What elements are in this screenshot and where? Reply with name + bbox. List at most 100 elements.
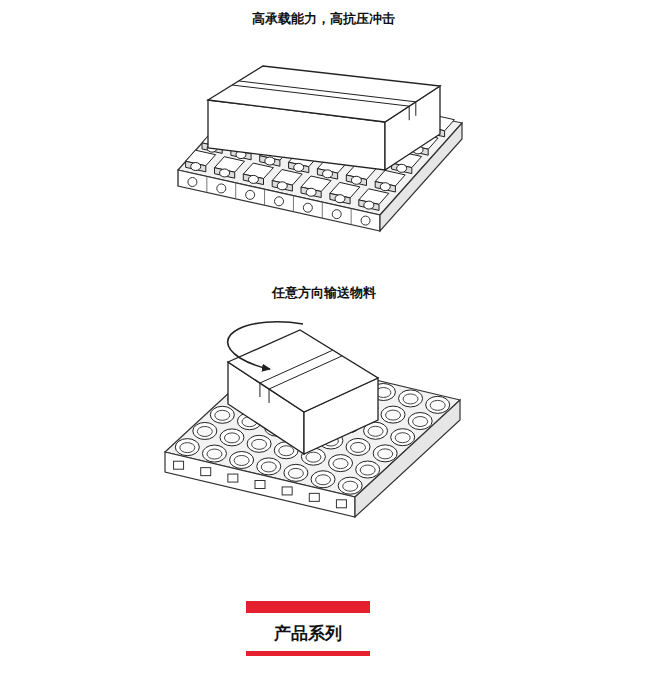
roller-end <box>277 182 287 190</box>
ball-seat <box>311 471 335 488</box>
red-bar <box>246 601 370 613</box>
ball <box>351 442 366 452</box>
ball-seat <box>175 439 199 456</box>
frame-front <box>178 170 380 231</box>
segment-line <box>264 189 265 205</box>
ball <box>403 394 418 404</box>
roller-side <box>375 182 395 193</box>
ball <box>395 433 410 443</box>
box-top <box>208 66 440 122</box>
ball <box>378 449 393 459</box>
roller-side <box>359 200 379 211</box>
roller-side <box>392 163 412 174</box>
roller-end <box>248 175 258 183</box>
clip <box>228 474 238 482</box>
clip <box>255 481 265 489</box>
ball <box>279 446 294 456</box>
tape-line <box>269 356 342 389</box>
ball-seat <box>408 413 432 430</box>
ball <box>333 459 348 469</box>
roller-side <box>317 169 337 180</box>
ball-seat <box>426 396 450 413</box>
roller-end <box>306 188 316 196</box>
ball <box>252 439 267 449</box>
clip <box>282 487 292 495</box>
ball-seat <box>381 406 405 423</box>
roller-conveyor <box>178 66 462 231</box>
roller-end <box>220 169 230 177</box>
tape-line <box>232 85 409 106</box>
section-heading: 产品系列 <box>274 622 342 645</box>
clip <box>309 493 319 501</box>
bolt <box>217 184 226 193</box>
tape-line <box>259 383 260 397</box>
tape-line <box>269 389 270 403</box>
ball <box>288 468 303 478</box>
ball-seat <box>220 429 244 446</box>
roller-side <box>346 175 366 186</box>
segment-line <box>293 196 294 212</box>
ball-seat <box>391 429 415 446</box>
ball-seat <box>202 445 226 462</box>
module-front <box>165 452 355 517</box>
roller-side <box>186 161 206 172</box>
tape-line <box>415 102 416 116</box>
caption: 高承载能力，高抗压冲击 <box>252 10 395 28</box>
bolt <box>361 216 370 225</box>
box-top <box>228 330 378 412</box>
roller-end <box>265 157 275 165</box>
ball-seat <box>284 464 308 481</box>
ball <box>343 481 358 491</box>
ball <box>386 410 401 420</box>
ball <box>207 449 222 459</box>
ball-seat <box>356 461 380 478</box>
ball-seat <box>247 435 271 452</box>
ball <box>430 400 445 410</box>
ball-seat <box>257 458 281 475</box>
roller-side <box>289 162 309 173</box>
bolt <box>332 210 341 219</box>
clip <box>174 461 184 469</box>
ball <box>197 426 212 436</box>
segment-line <box>178 170 179 186</box>
ball-seat <box>210 406 234 423</box>
red-bar <box>246 651 370 656</box>
roller-end <box>380 183 390 191</box>
ball <box>224 433 239 443</box>
rotation-arrow <box>228 322 303 369</box>
roller-end <box>323 170 333 178</box>
ball <box>413 417 428 427</box>
segment-line <box>322 202 323 218</box>
ball-seat <box>346 438 370 455</box>
ball <box>316 475 331 485</box>
roller-end <box>294 163 304 171</box>
roller-side <box>260 156 280 167</box>
ball <box>180 443 195 453</box>
roller-end <box>397 164 407 172</box>
roller-side <box>330 193 350 204</box>
roller-side <box>272 181 292 192</box>
bolt <box>275 197 284 206</box>
ball-seat <box>329 455 353 472</box>
roller-side <box>301 187 321 198</box>
roller-side <box>243 174 263 185</box>
tape-line <box>260 350 333 383</box>
clip <box>201 468 211 476</box>
ball-transfer-module <box>165 322 460 517</box>
ball-seat <box>338 477 362 494</box>
roller-end <box>335 195 345 203</box>
segment-line <box>351 209 352 225</box>
bolt <box>303 203 312 212</box>
segment-line <box>235 183 236 199</box>
ball <box>306 452 321 462</box>
segment-line <box>206 176 207 192</box>
roller-side <box>215 168 235 179</box>
ball <box>360 465 375 475</box>
ball-seat <box>373 445 397 462</box>
ball-seat <box>399 390 423 407</box>
caption: 任意方向输送物料 <box>272 284 376 302</box>
ball-seat <box>193 422 217 439</box>
ball <box>368 426 383 436</box>
tape-line <box>239 81 416 102</box>
